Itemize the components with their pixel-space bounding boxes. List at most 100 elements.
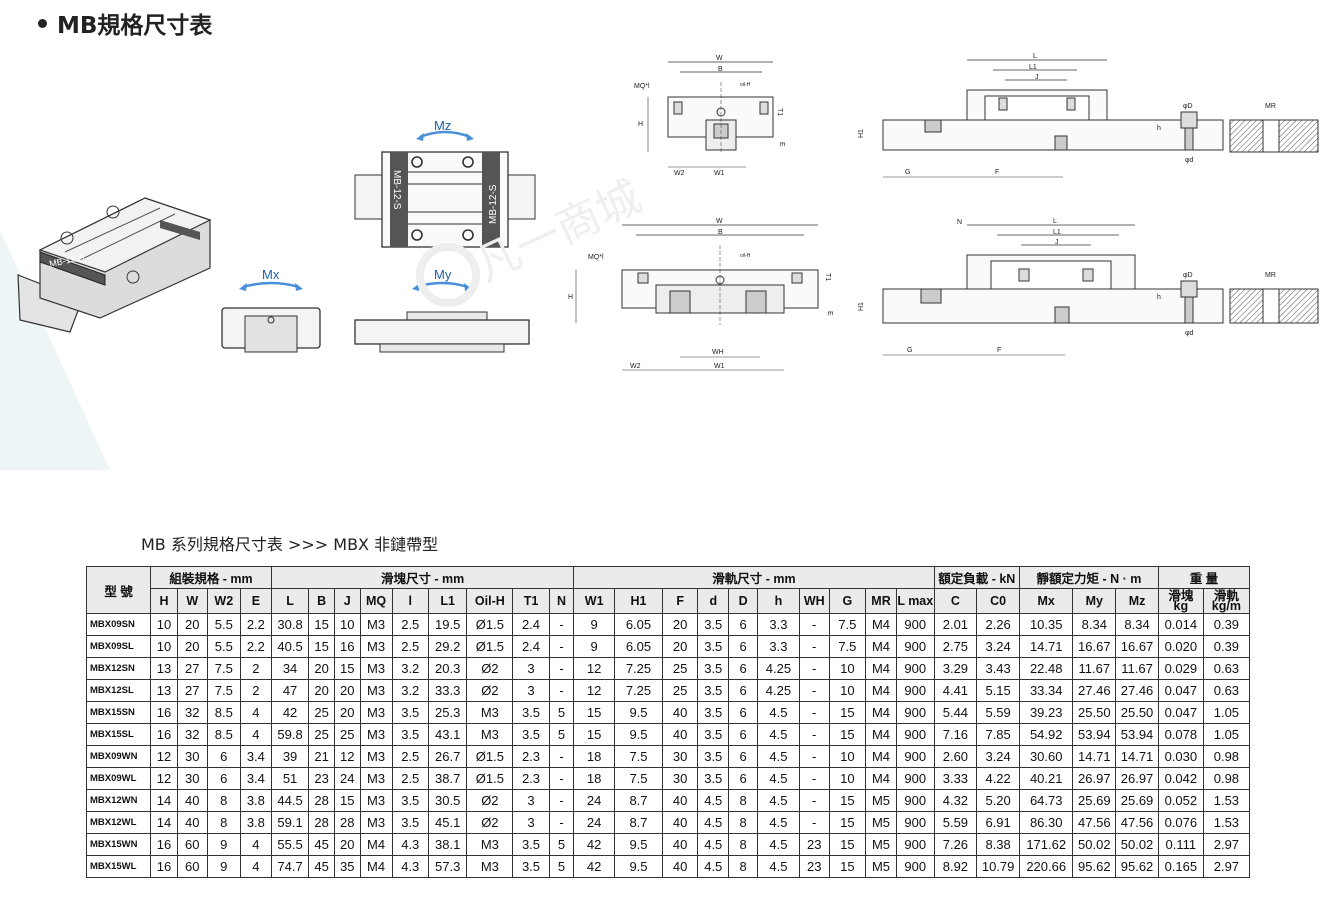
table-cell: - (548, 811, 575, 834)
table-cell: 50.02 (1115, 833, 1159, 856)
table-cell: - (548, 635, 575, 658)
table-cell: M3 (466, 723, 514, 746)
table-cell: 10 (333, 613, 361, 636)
table-cell: 26.97 (1072, 767, 1117, 790)
table-cell: M4 (865, 679, 897, 702)
table-cell: M3 (466, 833, 514, 856)
table-cell: 2 (239, 657, 272, 680)
table-cell: 25.3 (427, 701, 468, 724)
table-cell: 2.97 (1202, 833, 1251, 856)
table-cell: 1.05 (1202, 701, 1251, 724)
table-cell: 3.5 (391, 701, 429, 724)
table-cell: 2.3 (512, 745, 550, 768)
table-cell: 22.48 (1018, 657, 1074, 680)
table-cell: 3.24 (976, 635, 1020, 658)
column-header: L (270, 588, 310, 614)
table-cell: 14 (150, 789, 178, 812)
svg-text:h: h (1157, 125, 1161, 132)
table-cell: 15 (828, 811, 867, 834)
table-cell: 6 (728, 613, 759, 636)
table-cell: 16 (333, 635, 361, 658)
svg-text:φd: φd (1185, 330, 1194, 337)
table-cell: 0.076 (1157, 811, 1204, 834)
table-cell: 900 (896, 767, 935, 790)
column-header: Mx (1018, 588, 1074, 614)
table-cell: 25 (662, 679, 699, 702)
table-cell: 5.59 (976, 701, 1020, 724)
table-cell: M3 (359, 613, 393, 636)
table-cell: M3 (466, 701, 514, 724)
table-cell: - (798, 745, 830, 768)
model-cell: MBX09WN (85, 745, 152, 768)
table-cell: 14.71 (1115, 745, 1159, 768)
table-cell: 3.24 (976, 745, 1020, 768)
table-cell: 30 (176, 767, 208, 790)
table-cell: 21 (308, 745, 335, 768)
table-cell: Ø1.5 (466, 635, 514, 658)
table-cell: 18 (573, 745, 615, 768)
table-cell: 12 (573, 657, 615, 680)
table-cell: 4.25 (757, 679, 800, 702)
table-cell: M3 (359, 701, 393, 724)
table-cell: 60 (176, 833, 208, 856)
table-cell: 4.5 (757, 767, 800, 790)
table-cell: 2.26 (976, 613, 1020, 636)
table-cell: 30.5 (427, 789, 468, 812)
table-cell: M3 (359, 745, 393, 768)
table-cell: 0.014 (1157, 613, 1204, 636)
table-cell: 3 (512, 811, 550, 834)
table-cell: 15 (573, 723, 615, 746)
table-cell: 95.62 (1115, 855, 1159, 878)
table-cell: 4.5 (757, 855, 800, 878)
table-cell: 7.5 (206, 657, 241, 680)
table-cell: 8 (206, 811, 241, 834)
table-cell: 59.1 (270, 811, 310, 834)
table-cell: 3.5 (512, 833, 550, 856)
table-cell: 3.33 (933, 767, 978, 790)
model-cell: MBX15WN (85, 833, 152, 856)
table-cell: 0.111 (1157, 833, 1204, 856)
table-cell: 38.1 (427, 833, 468, 856)
svg-text:T1: T1 (776, 108, 783, 116)
table-cell: 900 (896, 679, 935, 702)
table-cell: 4.5 (697, 833, 730, 856)
table-cell: 6 (206, 745, 241, 768)
table-cell: 42 (573, 855, 615, 878)
drawing-wide-side: N L L1 J H1 G F φD h φd MR (858, 218, 1319, 356)
table-cell: 15 (308, 613, 335, 636)
table-cell: 900 (896, 833, 935, 856)
table-cell: 900 (896, 635, 935, 658)
table-cell: 20 (333, 701, 361, 724)
column-header: H1 (613, 588, 664, 614)
table-cell: 1.53 (1202, 811, 1251, 834)
table-cell: 7.25 (613, 679, 664, 702)
table-cell: 8.7 (613, 811, 664, 834)
table-cell: - (548, 789, 575, 812)
table-cell: 4.41 (933, 679, 978, 702)
svg-text:MQ*l: MQ*l (588, 254, 604, 261)
table-cell: M3 (359, 789, 393, 812)
table-cell: 3.5 (512, 701, 550, 724)
table-cell: 0.030 (1157, 745, 1204, 768)
table-cell: M3 (359, 657, 393, 680)
column-header: MQ (359, 588, 393, 614)
table-cell: Ø1.5 (466, 745, 514, 768)
table-cell: 23 (798, 855, 830, 878)
table-cell: - (798, 789, 830, 812)
table-cell: 7.5 (206, 679, 241, 702)
table-cell: 6.05 (613, 613, 664, 636)
table-cell: 39.23 (1018, 701, 1074, 724)
table-cell: 6 (728, 701, 759, 724)
svg-text:L1: L1 (1029, 64, 1037, 71)
table-cell: 3.4 (239, 767, 272, 790)
table-cell: 7.26 (933, 833, 978, 856)
table-cell: 8.34 (1115, 613, 1159, 636)
block-front-view: Mx (221, 267, 321, 353)
table-cell: 2.01 (933, 613, 978, 636)
table-cell: 900 (896, 855, 935, 878)
table-cell: 8.5 (206, 723, 241, 746)
table-cell: 900 (896, 613, 935, 636)
table-cell: 0.042 (1157, 767, 1204, 790)
